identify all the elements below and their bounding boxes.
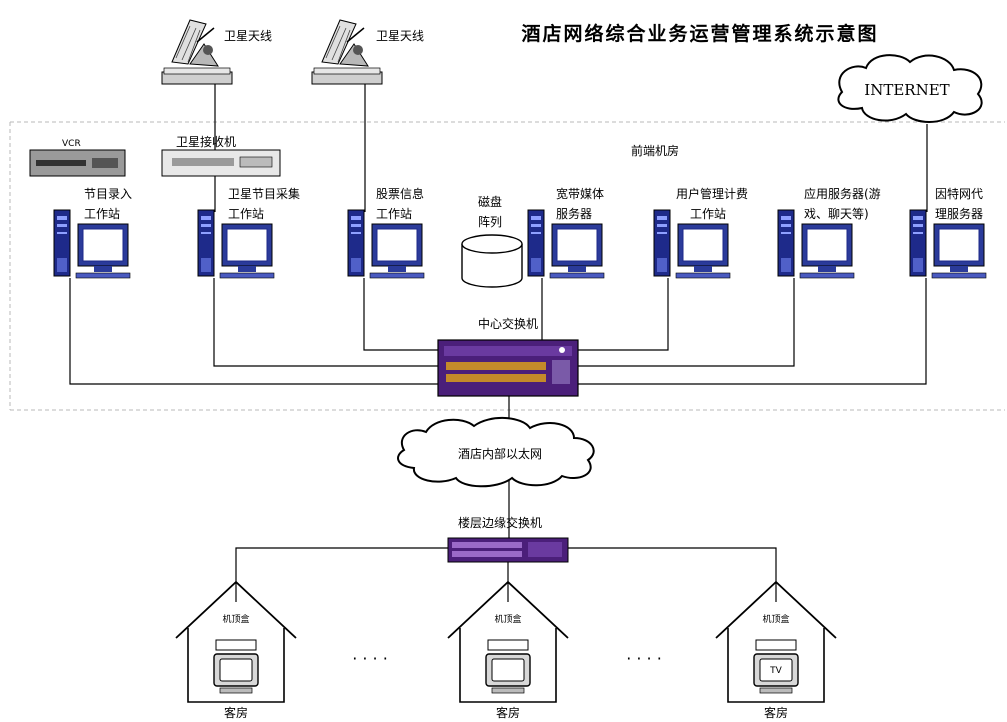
disk-array-icon	[461, 234, 523, 288]
internet-cloud-icon	[837, 54, 983, 123]
workstation-label-2-line1: 卫星节目采集	[228, 186, 300, 201]
disk-array-label-line1: 磁盘	[478, 194, 502, 209]
set-top-box-label-2: 机顶盒	[494, 613, 521, 625]
vcr-label: VCR	[62, 139, 81, 149]
lan-cabling	[69, 278, 927, 602]
room-label-3: 客房	[764, 705, 788, 720]
tv-label: TV	[769, 666, 782, 676]
workstation-label-7-line1: 因特网代	[935, 186, 983, 201]
vcr-device-icon	[29, 149, 126, 177]
center-switch-icon	[437, 339, 579, 397]
workstation-label-1-line2: 工作站	[84, 207, 120, 221]
floor-switch-label: 楼层边缘交换机	[458, 515, 542, 530]
center-switch-label: 中心交换机	[478, 316, 538, 331]
set-top-box-label-3: 机顶盒	[762, 613, 789, 625]
workstation-label-4-line1: 宽带媒体	[556, 186, 604, 201]
disk-array-label-line2: 阵列	[478, 215, 502, 229]
internet-label: INTERNET	[864, 81, 949, 99]
workstation-label-5-line1: 用户管理计费	[676, 186, 748, 201]
workstation-label-3-line1: 股票信息	[376, 186, 424, 201]
satellite-dish-icon	[311, 19, 383, 85]
antenna-label-2: 卫星天线	[376, 29, 424, 43]
set-top-box-label-1: 机顶盒	[222, 613, 249, 625]
ellipsis-2: · · · ·	[626, 649, 662, 668]
antenna-label-1: 卫星天线	[224, 29, 272, 43]
workstation-label-6-line2: 戏、聊天等)	[804, 207, 869, 221]
satellite-receiver-icon	[161, 149, 281, 177]
workstation-label-7-line2: 理服务器	[935, 206, 983, 221]
workstation-label-6-line1: 应用服务器(游	[804, 186, 881, 201]
machine-room-label: 前端机房	[631, 143, 679, 158]
hotel-lan-label: 酒店内部以太网	[458, 446, 542, 461]
workstation-label-1-line1: 节目录入	[84, 187, 132, 201]
ellipsis-1: · · · ·	[352, 649, 388, 668]
hotel-lan-cloud-icon	[397, 416, 595, 488]
receiver-label: 卫星接收机	[176, 134, 236, 149]
workstation-label-5-line2: 工作站	[690, 207, 726, 221]
satellite-dish-icon	[161, 19, 233, 85]
workstation-label-2-line2: 工作站	[228, 207, 264, 221]
workstation-label-3-line2: 工作站	[376, 207, 412, 221]
room-label-2: 客房	[496, 705, 520, 720]
floor-switch-icon	[447, 537, 569, 563]
diagram-title: 酒店网络综合业务运营管理系统示意图	[521, 22, 878, 45]
room-label-1: 客房	[224, 705, 248, 720]
workstation-label-4-line2: 服务器	[556, 206, 592, 221]
